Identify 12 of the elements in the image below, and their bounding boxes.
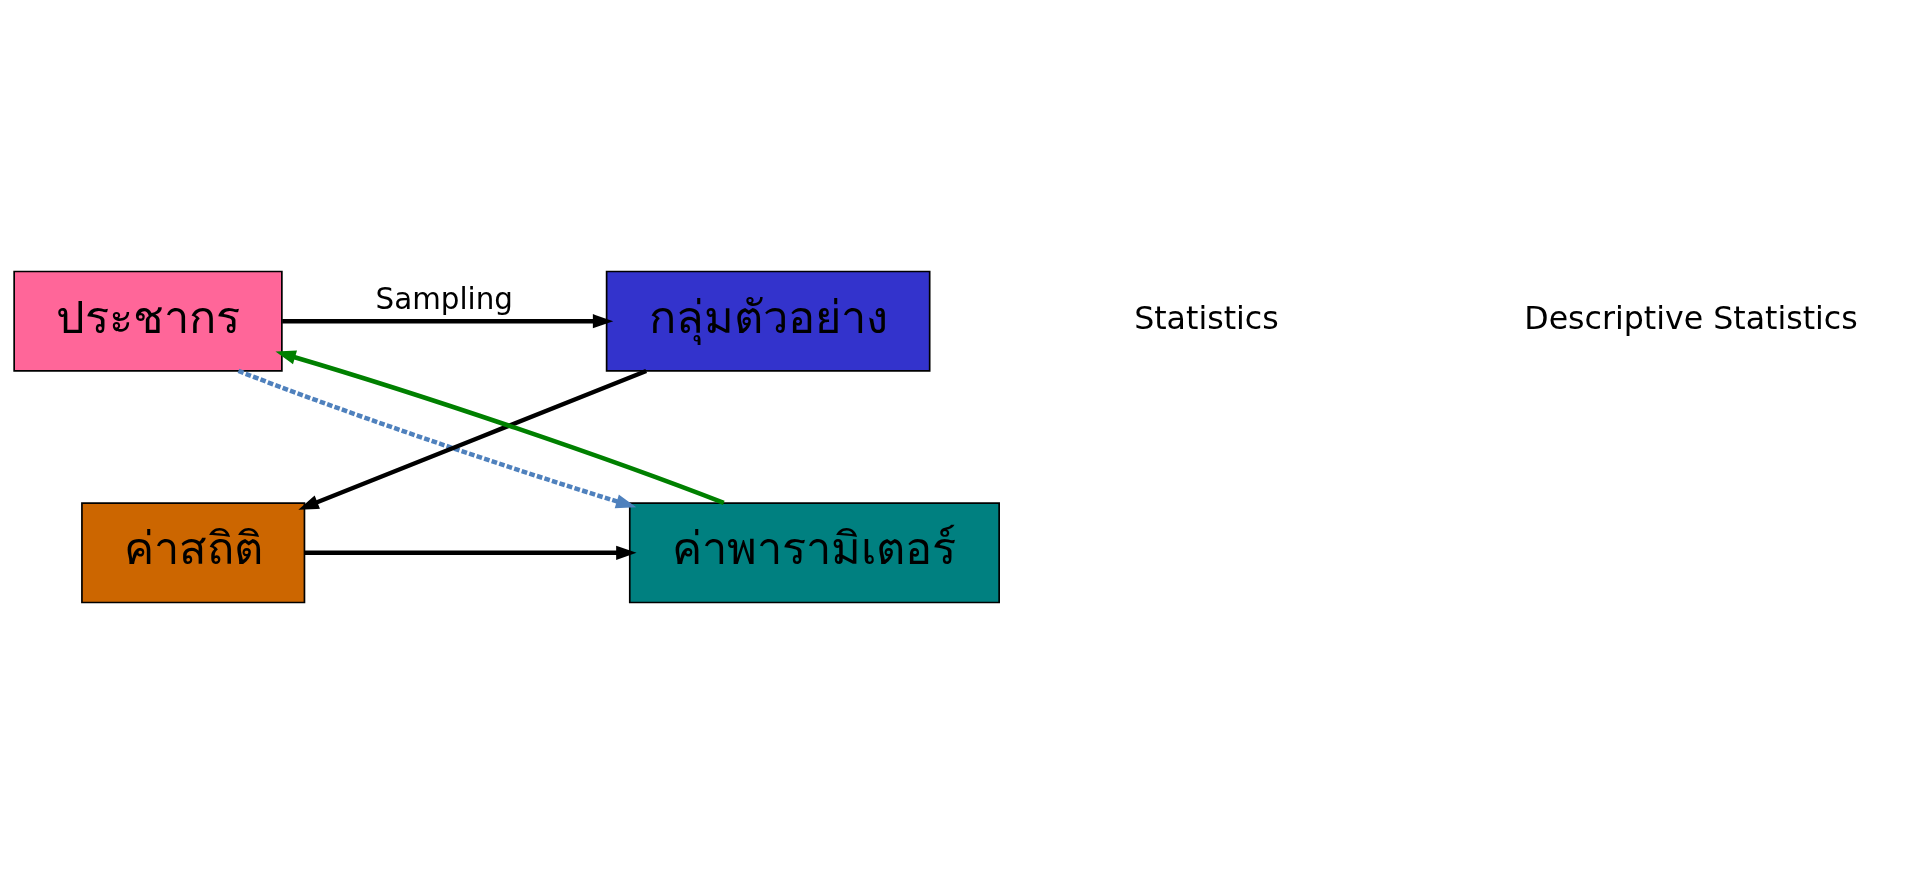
arrow xyxy=(304,545,637,560)
arrow xyxy=(275,349,725,505)
arrow xyxy=(237,368,637,508)
label: Descriptive Statistics xyxy=(1524,299,1858,336)
arrow xyxy=(298,368,648,510)
edge-label: Sampling xyxy=(375,281,513,316)
node-box: กลุ่มตัวอย่าง xyxy=(605,270,931,372)
arrow xyxy=(282,313,614,328)
node-box: ค่าพารามิเตอร์ xyxy=(628,501,1000,603)
node-box: ค่าสถิติ xyxy=(81,501,306,603)
label: Statistics xyxy=(1134,299,1279,336)
node-box: ประชากร xyxy=(13,270,283,372)
